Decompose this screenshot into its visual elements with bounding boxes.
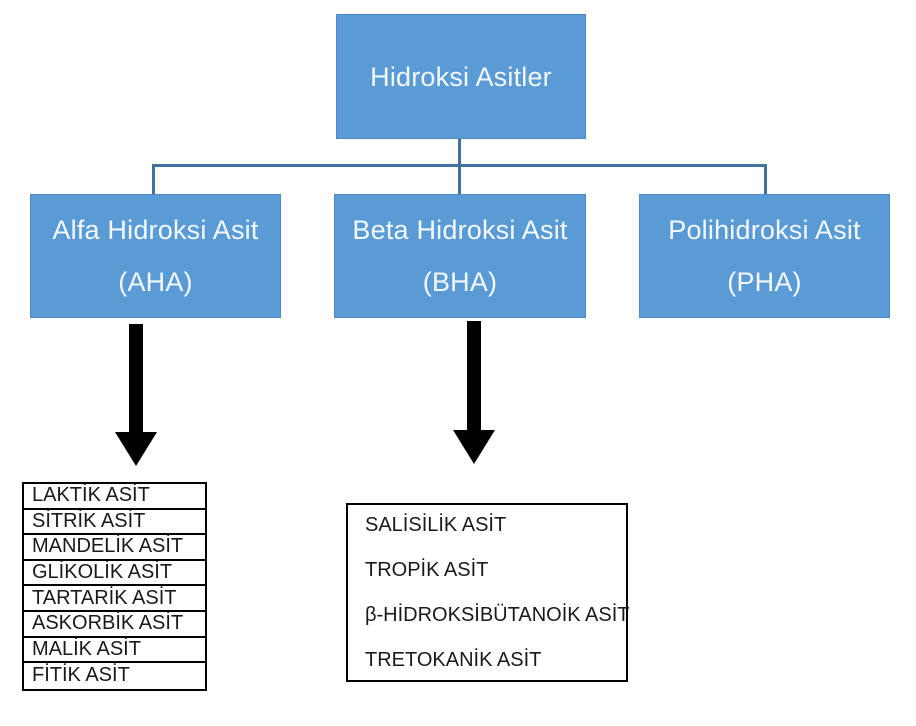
aha-acid-row: GLİKOLİK ASİT [24,561,205,587]
arrow-aha-head [115,432,157,466]
bha-acids-panel: SALİSİLİK ASİT TROPİK ASİT β-HİDROKSİBÜTAN… [346,503,630,682]
bha-acid-row: TRETOKANİK ASİT [365,648,542,671]
arrow-down-bha-icon [453,321,495,464]
connector-drop-pha [764,164,767,195]
aha-acid-row: ASKORBİK ASİT [24,612,205,638]
bha-acid-row: β-HİDROKSİBÜTANOİK ASİT [365,603,630,626]
node-aha-line1: Alfa Hidroksi Asit [52,215,259,245]
aha-acid-row: MANDELİK ASİT [24,535,205,561]
node-bha-line1: Beta Hidroksi Asit [352,215,568,245]
connector-drop-bha [458,164,461,195]
aha-acid-row: SİTRİK ASİT [24,510,205,536]
aha-acid-row: FİTİK ASİT [32,664,130,687]
arrow-aha-shaft [129,324,143,432]
node-polihidroksi-asit: Polihidroksi Asit (PHA) [639,194,890,318]
bha-acid-row: SALİSİLİK ASİT [365,513,507,536]
node-bha-line2: (BHA) [422,267,498,297]
node-pha-line1: Polihidroksi Asit [668,215,861,245]
node-hidroksi-asitler-label: Hidroksi Asitler [370,61,552,92]
bha-acid-row: TROPİK ASİT [365,558,489,581]
node-hidroksi-asitler: Hidroksi Asitler [336,14,586,139]
connector-drop-aha [152,164,155,195]
arrow-bha-head [453,430,495,464]
aha-acid-row: LAKTİK ASİT [24,484,205,510]
node-pha-line2: (PHA) [727,267,802,297]
node-beta-hidroksi-asit: Beta Hidroksi Asit (BHA) [334,194,586,318]
arrow-down-aha-icon [115,324,157,466]
aha-acid-row: TARTARİK ASİT [24,586,205,612]
aha-acid-row: MALİK ASİT [24,638,205,664]
node-aha-line2: (AHA) [118,267,193,297]
arrow-bha-shaft [467,321,481,430]
connector-root-stem [458,139,461,166]
node-alfa-hidroksi-asit: Alfa Hidroksi Asit (AHA) [30,194,281,318]
